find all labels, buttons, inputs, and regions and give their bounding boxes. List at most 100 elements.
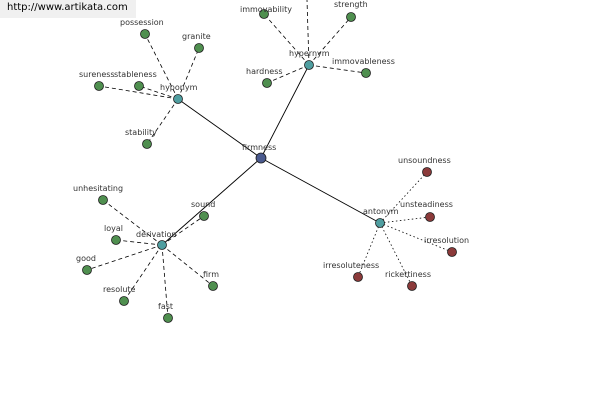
word-node-strength[interactable]: strength — [334, 0, 368, 22]
edge-derivation-loyal — [115, 239, 163, 246]
word-node-strength-label[interactable]: strength — [334, 0, 368, 9]
word-node-sureness[interactable]: sureness — [79, 70, 115, 91]
word-node-good[interactable]: good — [76, 254, 96, 275]
word-node-sureness-label[interactable]: sureness — [79, 70, 115, 79]
word-node-sound-label[interactable]: sound — [191, 200, 215, 209]
edge-firmness-antonym — [260, 157, 381, 224]
word-node-firm[interactable]: firm — [203, 270, 219, 291]
edge-derivation-sound — [161, 215, 205, 246]
word-node-resolute-dot[interactable] — [119, 296, 129, 306]
word-node-stableness-label[interactable]: stableness — [114, 70, 157, 79]
edge-derivation-unhesitating — [102, 199, 163, 246]
edge-firmness-hypernym — [260, 64, 310, 159]
word-node-unsoundness-label[interactable]: unsoundness — [398, 156, 451, 165]
word-node-immovableness-label[interactable]: immovableness — [332, 57, 395, 66]
word-node-unsteadiness[interactable]: unsteadiness — [400, 200, 453, 222]
edge-hypernym-immovableness — [308, 64, 367, 74]
word-node-loyal-label[interactable]: loyal — [104, 224, 123, 233]
edge-antonym-unsteadiness — [379, 216, 431, 224]
relation-node-derivation-label[interactable]: derivation — [136, 230, 176, 239]
edge-hyponym-possession — [144, 33, 179, 100]
relation-node-hyponym[interactable]: hyponym — [160, 83, 198, 104]
word-node-rickettiness[interactable]: rickettiness — [385, 270, 431, 291]
word-node-unhesitating[interactable]: unhesitating — [73, 184, 123, 205]
relation-node-hypernym-dot[interactable] — [304, 60, 314, 70]
word-node-rickettiness-dot[interactable] — [407, 281, 417, 291]
word-node-hardness-label[interactable]: hardness — [246, 67, 283, 76]
edge-derivation-fast — [161, 244, 169, 319]
word-node-irresoluteness[interactable]: irresoluteness — [323, 261, 379, 282]
word-node-immovability-dot[interactable] — [259, 9, 269, 19]
word-node-unsteadiness-dot[interactable] — [425, 212, 435, 222]
word-node-immovableness[interactable]: immovableness — [332, 57, 395, 78]
word-node-good-dot[interactable] — [82, 265, 92, 275]
edge-antonym-irresoluteness — [357, 222, 381, 278]
word-node-unsteadiness-label[interactable]: unsteadiness — [400, 200, 453, 209]
word-node-good-label[interactable]: good — [76, 254, 96, 263]
word-node-loyal-dot[interactable] — [111, 235, 121, 245]
edge-derivation-firm — [161, 244, 214, 287]
center-node-firmness-label[interactable]: firmness — [242, 143, 276, 152]
word-node-firm-label[interactable]: firm — [203, 270, 219, 279]
relation-node-derivation[interactable]: derivation — [136, 230, 176, 250]
word-node-stableness[interactable]: stableness — [114, 70, 157, 91]
edge-hyponym-sureness — [98, 85, 179, 100]
word-node-fast-dot[interactable] — [163, 313, 173, 323]
url-link[interactable]: http://www.artikata.com — [7, 2, 128, 13]
word-node-unhesitating-label[interactable]: unhesitating — [73, 184, 123, 193]
word-node-stability[interactable]: stability — [125, 128, 157, 149]
edge-hyponym-granite — [177, 47, 200, 100]
word-node-resolute-label[interactable]: resolute — [103, 285, 136, 294]
relation-node-antonym[interactable]: antonym — [363, 207, 399, 228]
word-node-sound[interactable]: sound — [191, 200, 215, 221]
word-node-sound-dot[interactable] — [199, 211, 209, 221]
word-node-granite-dot[interactable] — [194, 43, 204, 53]
edge-hypernym-hardness — [266, 64, 310, 84]
relation-node-hyponym-dot[interactable] — [173, 94, 183, 104]
word-node-firm-dot[interactable] — [208, 281, 218, 291]
edge-hyponym-stability — [146, 98, 179, 145]
word-node-fast-label[interactable]: fast — [158, 302, 173, 311]
word-node-hardness-dot[interactable] — [262, 78, 272, 88]
relation-node-derivation-dot[interactable] — [157, 240, 167, 250]
word-node-stableness-dot[interactable] — [134, 81, 144, 91]
center-node-firmness[interactable]: firmness — [242, 143, 276, 164]
word-node-resolute[interactable]: resolute — [103, 285, 136, 306]
relation-node-antonym-dot[interactable] — [375, 218, 385, 228]
word-node-hardness[interactable]: hardness — [246, 67, 283, 88]
word-node-granite-label[interactable]: granite — [182, 32, 211, 41]
word-node-possession-label[interactable]: possession — [120, 18, 164, 27]
relation-node-hyponym-label[interactable]: hyponym — [160, 83, 198, 92]
word-node-fast[interactable]: fast — [158, 302, 173, 323]
word-node-irresolution-label[interactable]: irresolution — [424, 236, 469, 245]
word-node-possession-dot[interactable] — [140, 29, 150, 39]
word-node-sureness-dot[interactable] — [94, 81, 104, 91]
relation-node-antonym-label[interactable]: antonym — [363, 207, 399, 216]
edge-hypernym-strength — [308, 16, 352, 66]
word-node-immovability-label[interactable]: immovability — [240, 5, 292, 14]
edge-firmness-hyponym — [177, 98, 262, 159]
word-node-irresolution-dot[interactable] — [447, 247, 457, 257]
edge-hypernym-offscreen — [306, 0, 310, 66]
word-node-stability-dot[interactable] — [142, 139, 152, 149]
word-node-granite[interactable]: granite — [182, 32, 211, 53]
word-node-stability-label[interactable]: stability — [125, 128, 157, 137]
relation-node-hypernym[interactable]: hypernym — [289, 49, 330, 70]
edge-hypernym-immovability — [263, 13, 310, 66]
center-node-firmness-dot[interactable] — [255, 152, 267, 164]
word-node-loyal[interactable]: loyal — [104, 224, 123, 245]
relation-node-hypernym-label[interactable]: hypernym — [289, 49, 330, 58]
word-node-immovability[interactable]: immovability — [240, 5, 292, 19]
word-node-rickettiness-label[interactable]: rickettiness — [385, 270, 431, 279]
word-node-irresolution[interactable]: irresolution — [424, 236, 469, 257]
word-node-unsoundness-dot[interactable] — [422, 167, 432, 177]
word-node-irresoluteness-label[interactable]: irresoluteness — [323, 261, 379, 270]
word-node-unhesitating-dot[interactable] — [98, 195, 108, 205]
word-node-immovableness-dot[interactable] — [361, 68, 371, 78]
word-node-possession[interactable]: possession — [120, 18, 164, 39]
edge-antonym-irresolution — [379, 222, 453, 253]
word-node-unsoundness[interactable]: unsoundness — [398, 156, 451, 177]
word-node-strength-dot[interactable] — [346, 12, 356, 22]
word-node-irresoluteness-dot[interactable] — [353, 272, 363, 282]
